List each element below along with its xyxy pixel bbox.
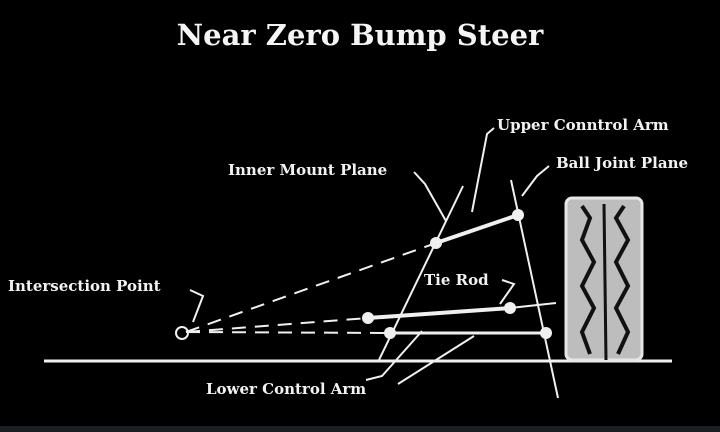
tie-rod-inner-joint — [362, 312, 374, 324]
label-ball-joint-plane: Ball Joint Plane — [556, 154, 689, 172]
leader-upper-control-arm — [471, 127, 495, 213]
label-lower-control-arm: Lower Control Arm — [206, 380, 367, 398]
leader-inner-mount-plane — [413, 171, 447, 222]
bottom-edge-strip — [0, 426, 720, 432]
leader-lower-control-arm-1 — [365, 330, 423, 381]
lower-ball-joint — [540, 327, 552, 339]
leader-intersection-point — [189, 289, 205, 323]
leader-ball-joint-plane — [521, 165, 550, 197]
lower-arm-projection-dashed — [185, 331, 391, 334]
tire-tread-right — [613, 204, 631, 355]
tie-rod-outer-joint — [504, 302, 516, 314]
lower-inner-pivot — [384, 327, 396, 339]
diagram-title: Near Zero Bump Steer — [176, 18, 544, 52]
tire-tread-center — [602, 203, 608, 361]
label-inner-mount-plane: Inner Mount Plane — [228, 161, 388, 179]
label-upper-control-arm: Upper Conntrol Arm — [497, 116, 669, 134]
tire — [564, 196, 644, 362]
tie-rod-projection-dashed — [185, 317, 369, 333]
upper-inner-pivot — [430, 237, 442, 249]
leader-tie-rod — [499, 279, 516, 305]
tie-rod-extension — [509, 302, 557, 309]
label-tie-rod: Tie Rod — [424, 271, 489, 289]
upper-ball-joint — [512, 209, 524, 221]
label-intersection-point: Intersection Point — [8, 277, 161, 295]
tie-rod — [367, 306, 511, 320]
upper-control-arm — [435, 213, 519, 245]
intersection-point-marker — [175, 326, 189, 340]
tire-tread-left — [579, 204, 597, 355]
leader-lower-control-arm-2 — [397, 335, 475, 385]
